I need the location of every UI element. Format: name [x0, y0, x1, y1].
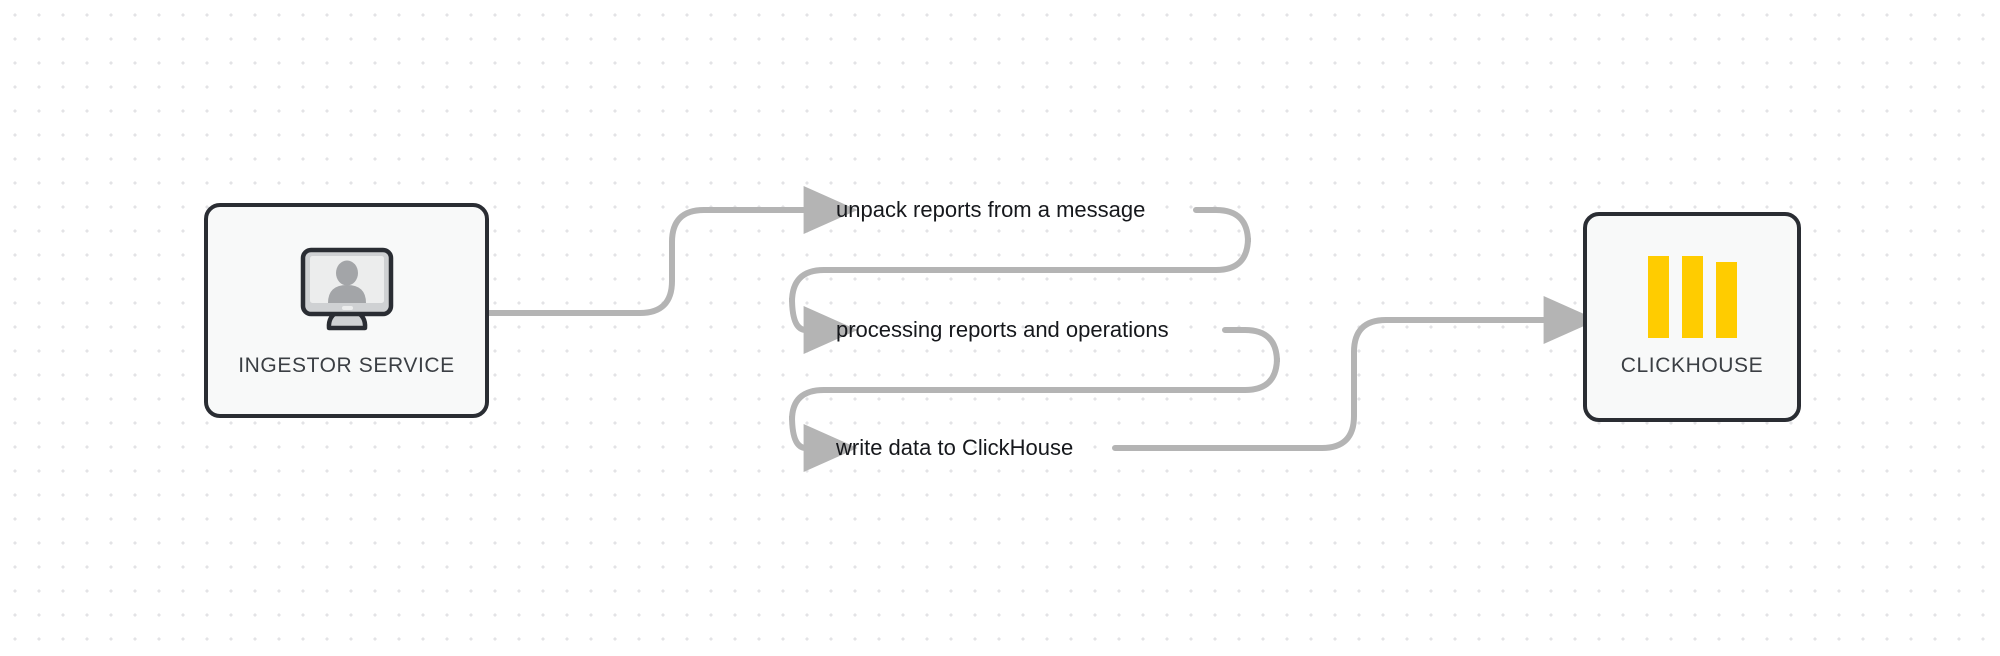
- edge-path-unpack: [486, 186, 858, 316]
- clickhouse-bar-2: [1681, 256, 1703, 338]
- clickhouse-bar-3: [1715, 262, 1737, 338]
- edge-label-write: write data to ClickHouse: [836, 435, 1074, 460]
- edge-label-unpack: unpack reports from a message: [836, 197, 1146, 222]
- edge-path-write: [789, 327, 1280, 472]
- edge-path-to-clickhouse: [1112, 296, 1598, 451]
- clickhouse-bar-1: [1647, 256, 1669, 338]
- node-ingestor-service[interactable]: INGESTOR SERVICE: [204, 203, 489, 418]
- edge-path-processing: [789, 207, 1251, 354]
- node-clickhouse[interactable]: CLICKHOUSE: [1583, 212, 1801, 422]
- node-label-clickhouse: CLICKHOUSE: [1620, 354, 1764, 377]
- edge-label-processing: processing reports and operations: [836, 317, 1169, 342]
- node-label-ingestor-service: INGESTOR SERVICE: [238, 353, 455, 377]
- clickhouse-bars-icon: [1647, 256, 1737, 338]
- monitor-user-icon: [297, 244, 397, 336]
